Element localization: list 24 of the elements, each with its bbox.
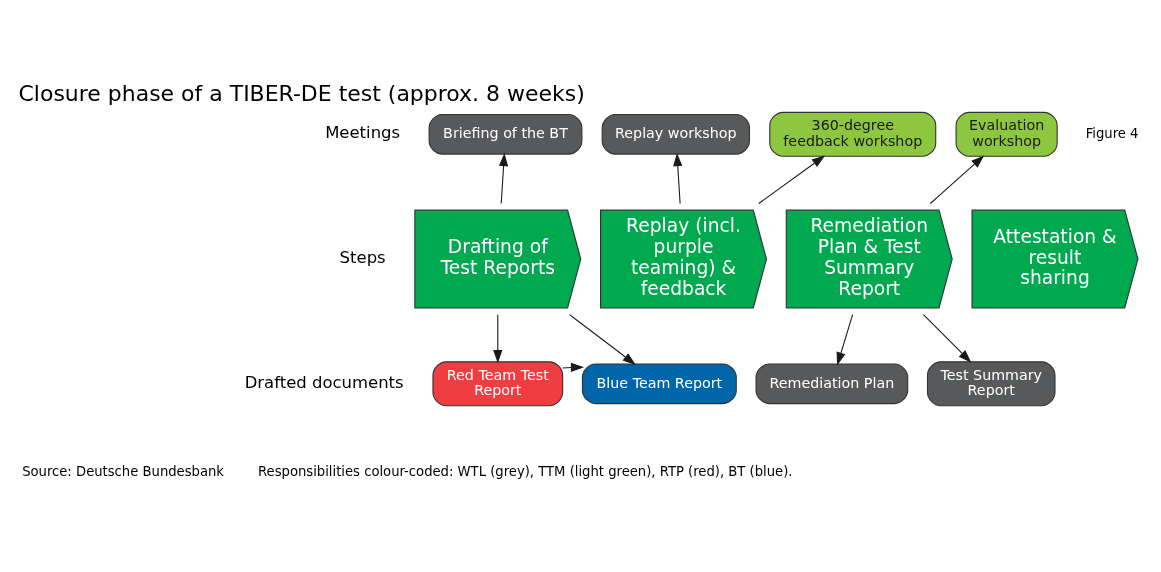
node-box: Remediation Plan	[755, 363, 909, 405]
arrow	[922, 314, 972, 363]
label: Steps	[339, 247, 386, 267]
arrow	[498, 152, 509, 205]
label: Meetings	[325, 123, 401, 143]
label: Drafted documents	[244, 372, 404, 392]
node-box: Evaluation workshop	[955, 111, 1058, 157]
node-box: Replay workshop	[601, 114, 750, 155]
node-box: Test Summary Report	[926, 361, 1056, 407]
label: Source: Deutsche Bundesbank	[22, 464, 224, 480]
arrow	[929, 155, 985, 205]
arrow	[758, 155, 826, 205]
arrow	[673, 152, 683, 205]
diagram-title: Closure phase of a TIBER-DE test (approx. 8 weeks)	[18, 81, 585, 107]
arrow	[569, 314, 636, 365]
node-box: Red Team Test Report	[432, 361, 564, 407]
node-box: Blue Team Report	[581, 363, 737, 405]
node-box: Briefing of the BT	[428, 114, 583, 155]
arrow	[493, 314, 503, 364]
arrow	[836, 314, 854, 366]
node-box: 360-degree feedback workshop	[769, 111, 937, 157]
label: Figure 4	[1085, 125, 1139, 141]
caption: Responsibilities colour-coded: WTL (grey), TTM (light green), RTP (red), BT (blue).	[258, 464, 793, 480]
arrow	[562, 362, 585, 373]
